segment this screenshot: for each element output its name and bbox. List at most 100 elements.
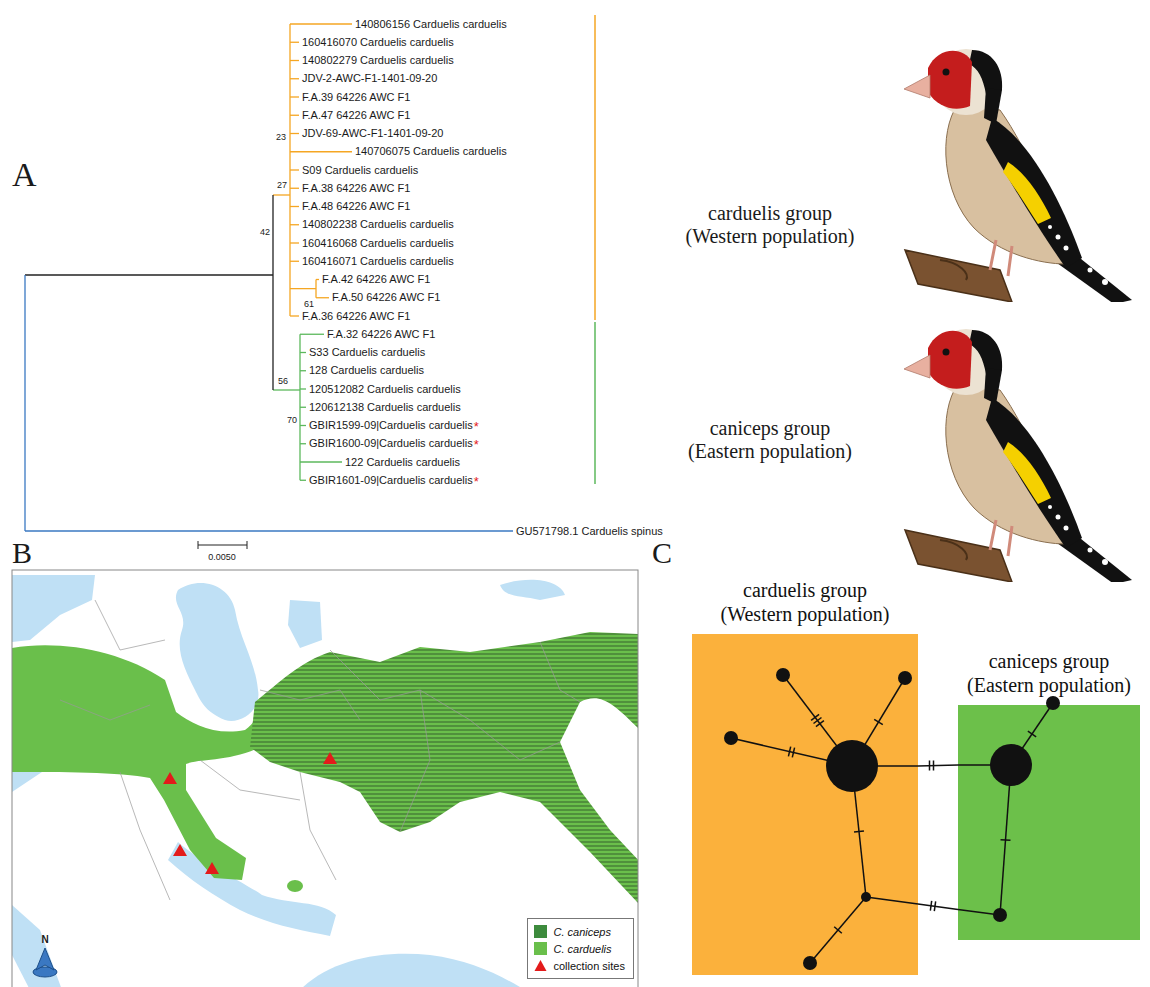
taxon-label: F.A.38 64226 AWC F1 (302, 182, 410, 195)
legend-text: C. carduelis (553, 943, 611, 955)
network-stroke (810, 897, 866, 963)
haplotype-node (803, 956, 817, 970)
haplotype-node (1046, 696, 1060, 710)
tree-branch (290, 115, 299, 116)
taxon-label-box: F.A.48 64226 AWC F1 (302, 200, 410, 213)
legend-row: C. caniceps (534, 923, 625, 940)
taxon-label: 120612138 Carduelis carduelis (309, 401, 461, 414)
taxon-label: F.A.39 64226 AWC F1 (302, 91, 410, 104)
taxon-label: F.A.42 64226 AWC F1 (322, 273, 430, 286)
legend-row: C. carduelis (534, 940, 625, 957)
tree-branch (290, 288, 316, 289)
taxon-label-box: S33 Carduelis carduelis (309, 346, 425, 359)
network-link (918, 904, 958, 909)
taxon-label-box: F.A.38 64226 AWC F1 (302, 182, 410, 195)
north-label: N (41, 934, 48, 946)
network-stroke (854, 831, 864, 832)
taxon-label-box: 122 Carduelis carduelis (345, 456, 460, 469)
haplotype-node (724, 731, 738, 745)
taxon-label-box: GBIR1599-09|Carduelis carduelis (309, 419, 473, 432)
tree-branch (290, 23, 352, 24)
map-legend: C. canicepsC. cardueliscollection sites (527, 918, 634, 979)
sea (288, 600, 322, 648)
tree-branch (290, 151, 352, 152)
network-stroke (958, 909, 1000, 915)
taxon-label: S09 Carduelis carduelis (302, 164, 418, 177)
bootstrap-value-box: 42 (260, 227, 270, 237)
taxon-label: 122 Carduelis carduelis (345, 456, 460, 469)
taxon-label-box: 140802238 Carduelis carduelis (302, 218, 454, 231)
haplotype-node (826, 740, 878, 792)
reference-mark-box: * (474, 438, 479, 453)
bootstrap-value-box: 70 (287, 415, 297, 425)
legend-swatch (534, 925, 547, 938)
taxon-label-box: 120512082 Carduelis carduelis (309, 383, 461, 396)
haplogroup-box: carduelis group (Western population) (692, 634, 918, 975)
taxon-label: 160416068 Carduelis carduelis (302, 237, 454, 250)
panel-letter: A (12, 155, 37, 194)
taxon-label: F.A.50 64226 AWC F1 (332, 291, 440, 304)
taxon-label: 140806156 Carduelis carduelis (355, 18, 507, 31)
bootstrap-value: 27 (277, 180, 287, 190)
tree-branch (299, 334, 300, 480)
bootstrap-value: 42 (260, 227, 270, 237)
panel-letter-box: B (12, 536, 32, 571)
carduelis-range (12, 645, 292, 880)
map-frame (12, 570, 638, 987)
haplotype-node (898, 671, 912, 685)
clade-bar (594, 15, 596, 320)
gulf (168, 842, 336, 936)
phylogenetic-tree (25, 24, 513, 531)
connectors (918, 765, 958, 909)
network-stroke (783, 675, 852, 766)
tree-branch (300, 461, 342, 462)
tree-branch (300, 425, 306, 426)
taxon-label-box: F.A.47 64226 AWC F1 (302, 109, 410, 122)
tree-branch (290, 96, 299, 97)
network-stroke (834, 927, 842, 933)
network-link (918, 765, 958, 766)
network-stroke (792, 748, 794, 758)
taxon-label: F.A.36 64226 AWC F1 (302, 310, 410, 323)
bootstrap-value-box: 23 (276, 132, 286, 142)
bootstrap-value-box: 27 (277, 180, 287, 190)
taxon-label: 160416070 Carduelis carduelis (302, 36, 454, 49)
scale-value: 0.0050 (208, 552, 236, 562)
taxon-label: JDV-2-AWC-F1-1401-09-20 (302, 72, 437, 85)
tree-branch (25, 530, 513, 531)
tree-branch (290, 60, 299, 61)
taxon-label: 160416071 Carduelis carduelis (302, 255, 454, 268)
tree-branch (290, 242, 299, 243)
tree-branch (289, 24, 290, 316)
haplogroup-box: caniceps group (Eastern population) (958, 705, 1140, 940)
network-stroke (866, 897, 918, 904)
taxon-label-box: 120612138 Carduelis carduelis (309, 401, 461, 414)
taxon-label: F.A.47 64226 AWC F1 (302, 109, 410, 122)
bootstrap-value: 61 (304, 299, 314, 309)
reference-mark-box: * (474, 475, 479, 490)
network-stroke (1011, 703, 1053, 765)
caniceps-range (250, 632, 638, 905)
tree-branch (300, 388, 306, 389)
taxon-label: 140802279 Carduelis carduelis (302, 54, 454, 67)
taxon-label: 120512082 Carduelis carduelis (309, 383, 461, 396)
haplotype-node (861, 892, 871, 902)
tree-branch (290, 78, 299, 79)
outgroup-label-box: GU571798.1 Carduelis spinus (516, 525, 663, 538)
taxon-label-box: 160416071 Carduelis carduelis (302, 255, 454, 268)
haplotype-node (990, 744, 1032, 786)
taxon-label-box: F.A.32 64226 AWC F1 (327, 328, 435, 341)
network-stroke (1028, 731, 1036, 737)
taxon-label: GBIR1600-09|Carduelis carduelis (309, 437, 473, 450)
tree-branch (290, 315, 299, 316)
group-label: carduelis group (Western population) (682, 202, 859, 248)
haplotype-node (993, 908, 1007, 922)
network-strokes (724, 668, 1060, 970)
panel-letter: B (12, 536, 32, 571)
compass-arrow (36, 948, 54, 970)
collection-site (163, 752, 337, 874)
group-label-box: carduelis group (Western population) (682, 202, 859, 248)
tree-branch (300, 407, 306, 408)
haplotype-node (776, 668, 790, 682)
